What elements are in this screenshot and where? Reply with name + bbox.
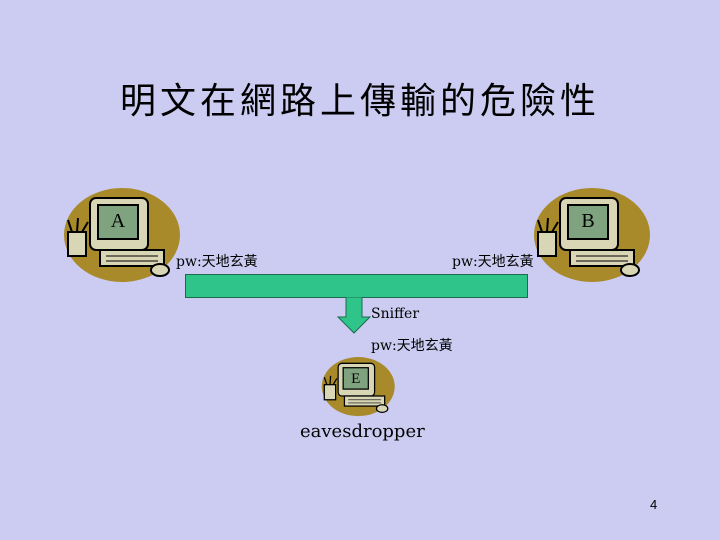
sniffer-arrow xyxy=(336,297,372,334)
pencil-cup-icon xyxy=(537,231,557,257)
computer-a-badge: A xyxy=(111,210,126,232)
eavesdropper-caption: eavesdropper xyxy=(300,421,425,442)
computer-b: B xyxy=(534,188,650,282)
slide-number: 4 xyxy=(650,497,658,512)
computer-b-badge: B xyxy=(581,210,594,232)
sniffer-captured-password: pw:天地玄黃 xyxy=(371,338,453,354)
computer-b-password-label: pw:天地玄黃 xyxy=(452,254,534,270)
sniffer-label: Sniffer xyxy=(371,306,420,322)
mouse-icon xyxy=(375,404,389,413)
computer-a-screen xyxy=(97,204,139,240)
pencil-cup-icon xyxy=(323,384,337,401)
pencil-cup-icon xyxy=(67,231,87,257)
computer-a-password-label: pw:天地玄黃 xyxy=(176,254,258,270)
network-bus xyxy=(185,274,528,298)
mouse-icon xyxy=(150,263,170,277)
computer-e-screen xyxy=(342,367,369,390)
computer-b-screen xyxy=(567,204,609,240)
computer-e: E xyxy=(321,357,395,417)
computer-a: A xyxy=(64,188,180,282)
mouse-icon xyxy=(620,263,640,277)
computer-e-badge: E xyxy=(351,371,360,387)
slide-title: 明文在網路上傳輸的危險性 xyxy=(119,81,600,122)
